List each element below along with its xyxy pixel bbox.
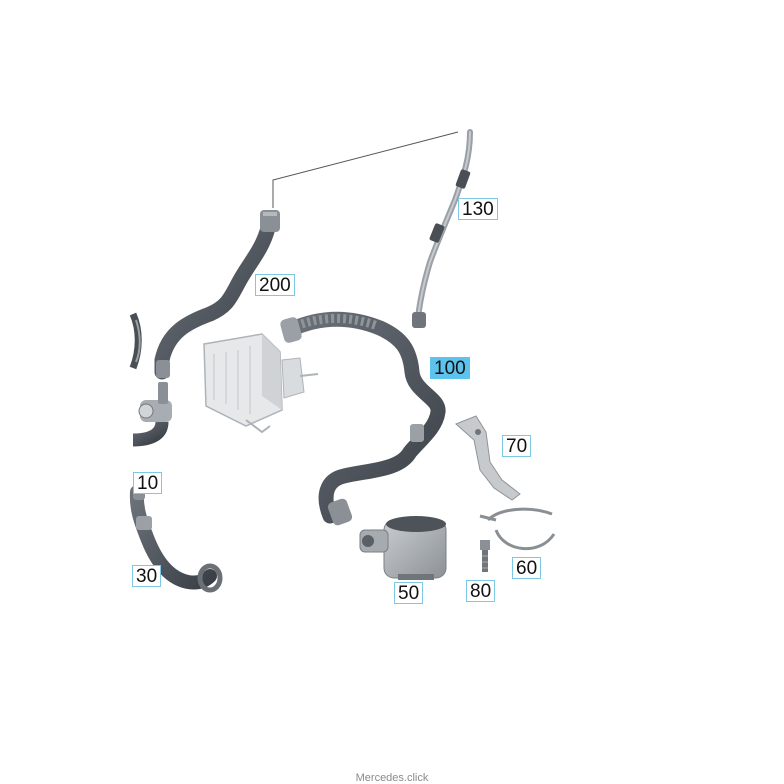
part-130-pipe[interactable] bbox=[412, 129, 473, 328]
part-50-pump[interactable] bbox=[359, 516, 447, 580]
part-60-clamp[interactable] bbox=[479, 507, 556, 550]
part-80-bolt[interactable] bbox=[480, 540, 490, 572]
part-edge-connector bbox=[129, 312, 142, 370]
part-t-connector bbox=[132, 382, 172, 447]
callout-100[interactable]: 100 bbox=[430, 357, 470, 379]
callout-50[interactable]: 50 bbox=[394, 582, 424, 604]
callout-130[interactable]: 130 bbox=[458, 198, 498, 220]
callout-80[interactable]: 80 bbox=[466, 580, 496, 602]
part-70-bracket[interactable] bbox=[455, 415, 521, 501]
callout-30[interactable]: 30 bbox=[132, 565, 162, 587]
cooler-module bbox=[203, 333, 319, 434]
part-10-30-hose[interactable] bbox=[129, 484, 223, 593]
part-100-hose[interactable] bbox=[279, 311, 446, 527]
callout-60[interactable]: 60 bbox=[512, 557, 542, 579]
callout-200[interactable]: 200 bbox=[255, 274, 295, 296]
callout-10[interactable]: 10 bbox=[133, 472, 163, 494]
watermark-text: Mercedes.click bbox=[355, 772, 429, 784]
part-200-hose[interactable] bbox=[154, 210, 280, 380]
leader-line bbox=[272, 131, 459, 208]
callout-70[interactable]: 70 bbox=[502, 435, 532, 457]
